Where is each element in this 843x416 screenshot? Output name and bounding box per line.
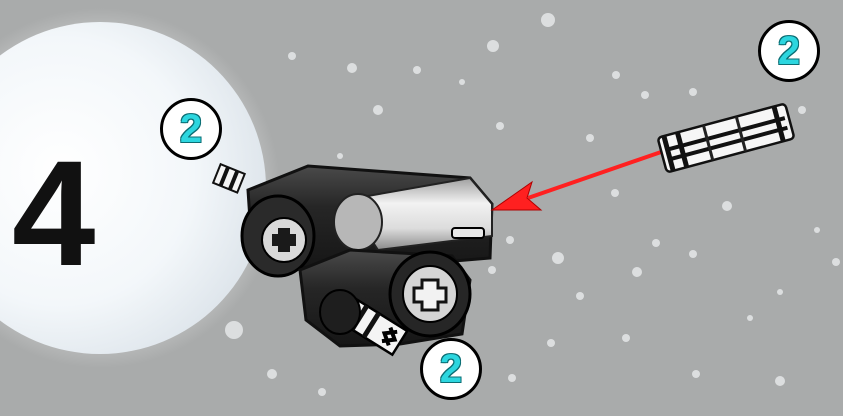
quantity-badge: 2	[420, 338, 482, 400]
technic-assembly-icon	[242, 166, 492, 355]
quantity-badge: 2	[758, 20, 820, 82]
quantity-badge: 2	[160, 98, 222, 160]
step-number: 4	[12, 138, 91, 288]
technic-axle-icon	[658, 104, 795, 173]
red-insertion-arrow-icon	[492, 151, 664, 210]
